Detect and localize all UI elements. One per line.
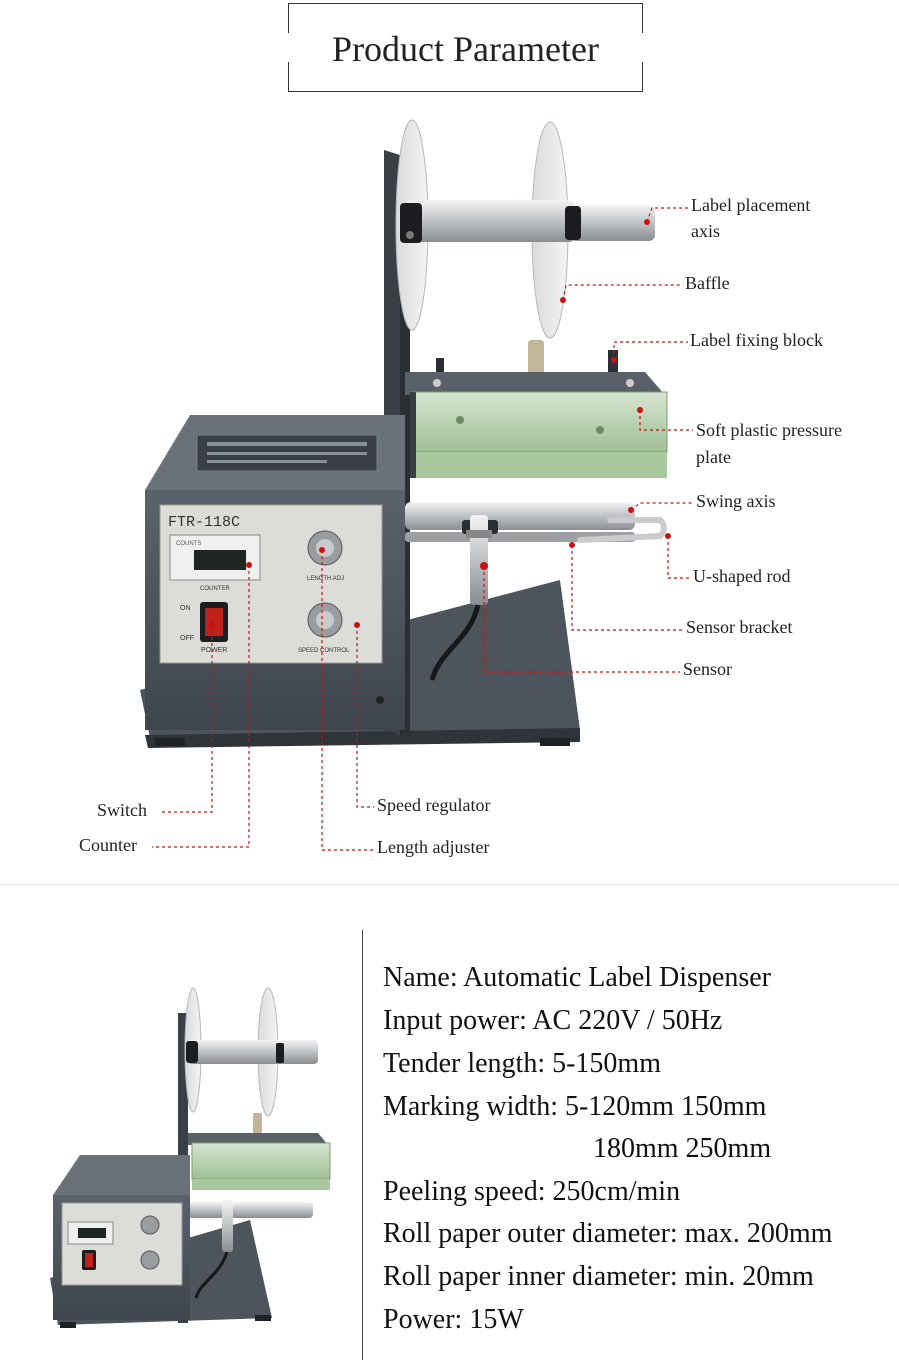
- sensor-label: Sensor: [683, 659, 732, 679]
- on-label: ON: [180, 605, 191, 612]
- u-shaped-rod-label: U-shaped rod: [693, 566, 791, 586]
- label-placement-axis: [400, 200, 655, 243]
- switch-label: Switch: [97, 800, 148, 820]
- section-divider: [0, 884, 899, 885]
- title-frame: Product Parameter: [288, 3, 643, 92]
- power-label: POWER: [201, 647, 227, 654]
- soft-plastic-plate-label: Soft plastic pressure: [696, 420, 842, 440]
- length-adj-label: LENGTH ADJ: [307, 576, 344, 582]
- counter-label: Counter: [79, 835, 137, 855]
- length-adjuster-label: Length adjuster: [377, 837, 490, 857]
- swing-axis-label: Swing axis: [696, 491, 776, 511]
- model-label: FTR-118C: [168, 514, 240, 531]
- sensor-assembly: [429, 515, 498, 681]
- spec-power: Power: 15W: [383, 1304, 524, 1335]
- off-label: OFF: [180, 635, 194, 642]
- spec-tender-length: Tender length: 5-150mm: [383, 1048, 661, 1079]
- pressure-plate: [405, 372, 668, 478]
- label-placement-axis-label: Label placement: [691, 195, 811, 215]
- counts-label: COUNTS: [176, 541, 201, 547]
- label-fixing-block-label: Label fixing block: [690, 330, 823, 350]
- page-title: Product Parameter: [332, 29, 599, 69]
- soft-plastic-plate-label-line2: plate: [696, 447, 731, 467]
- sensor-bracket-label: Sensor bracket: [686, 617, 793, 637]
- speed-control-label: SPEED CONTROL: [298, 648, 350, 654]
- baffle-label: Baffle: [685, 273, 730, 293]
- spec-input-power: Input power: AC 220V / 50Hz: [383, 1005, 723, 1036]
- product-thumbnail: [50, 987, 331, 1328]
- counter-panel-label: COUNTER: [200, 586, 230, 592]
- machine-diagram: FTR-118C COUNTS COUNTER ON OFF POWER LEN…: [140, 119, 693, 851]
- label-placement-axis-label-line2: axis: [691, 221, 720, 241]
- callout-dots: [209, 219, 671, 628]
- callout-lines: [152, 207, 693, 851]
- spec-inner-diameter: Roll paper inner diameter: min. 20mm: [383, 1261, 814, 1292]
- spec-marking-width-line2: 180mm 250mm: [593, 1133, 772, 1164]
- power-switch[interactable]: [205, 608, 223, 636]
- spec-name: Name: Automatic Label Dispenser: [383, 962, 771, 993]
- spec-outer-diameter: Roll paper outer diameter: max. 200mm: [383, 1218, 833, 1249]
- spec-marking-width: Marking width: 5-120mm 150mm: [383, 1091, 767, 1122]
- u-shaped-rod: [577, 517, 667, 543]
- speed-regulator-label: Speed regulator: [377, 795, 491, 815]
- spec-divider: [362, 930, 363, 1360]
- spec-peeling-speed: Peeling speed: 250cm/min: [383, 1176, 681, 1207]
- control-box: FTR-118C COUNTS COUNTER ON OFF POWER LEN…: [145, 415, 405, 730]
